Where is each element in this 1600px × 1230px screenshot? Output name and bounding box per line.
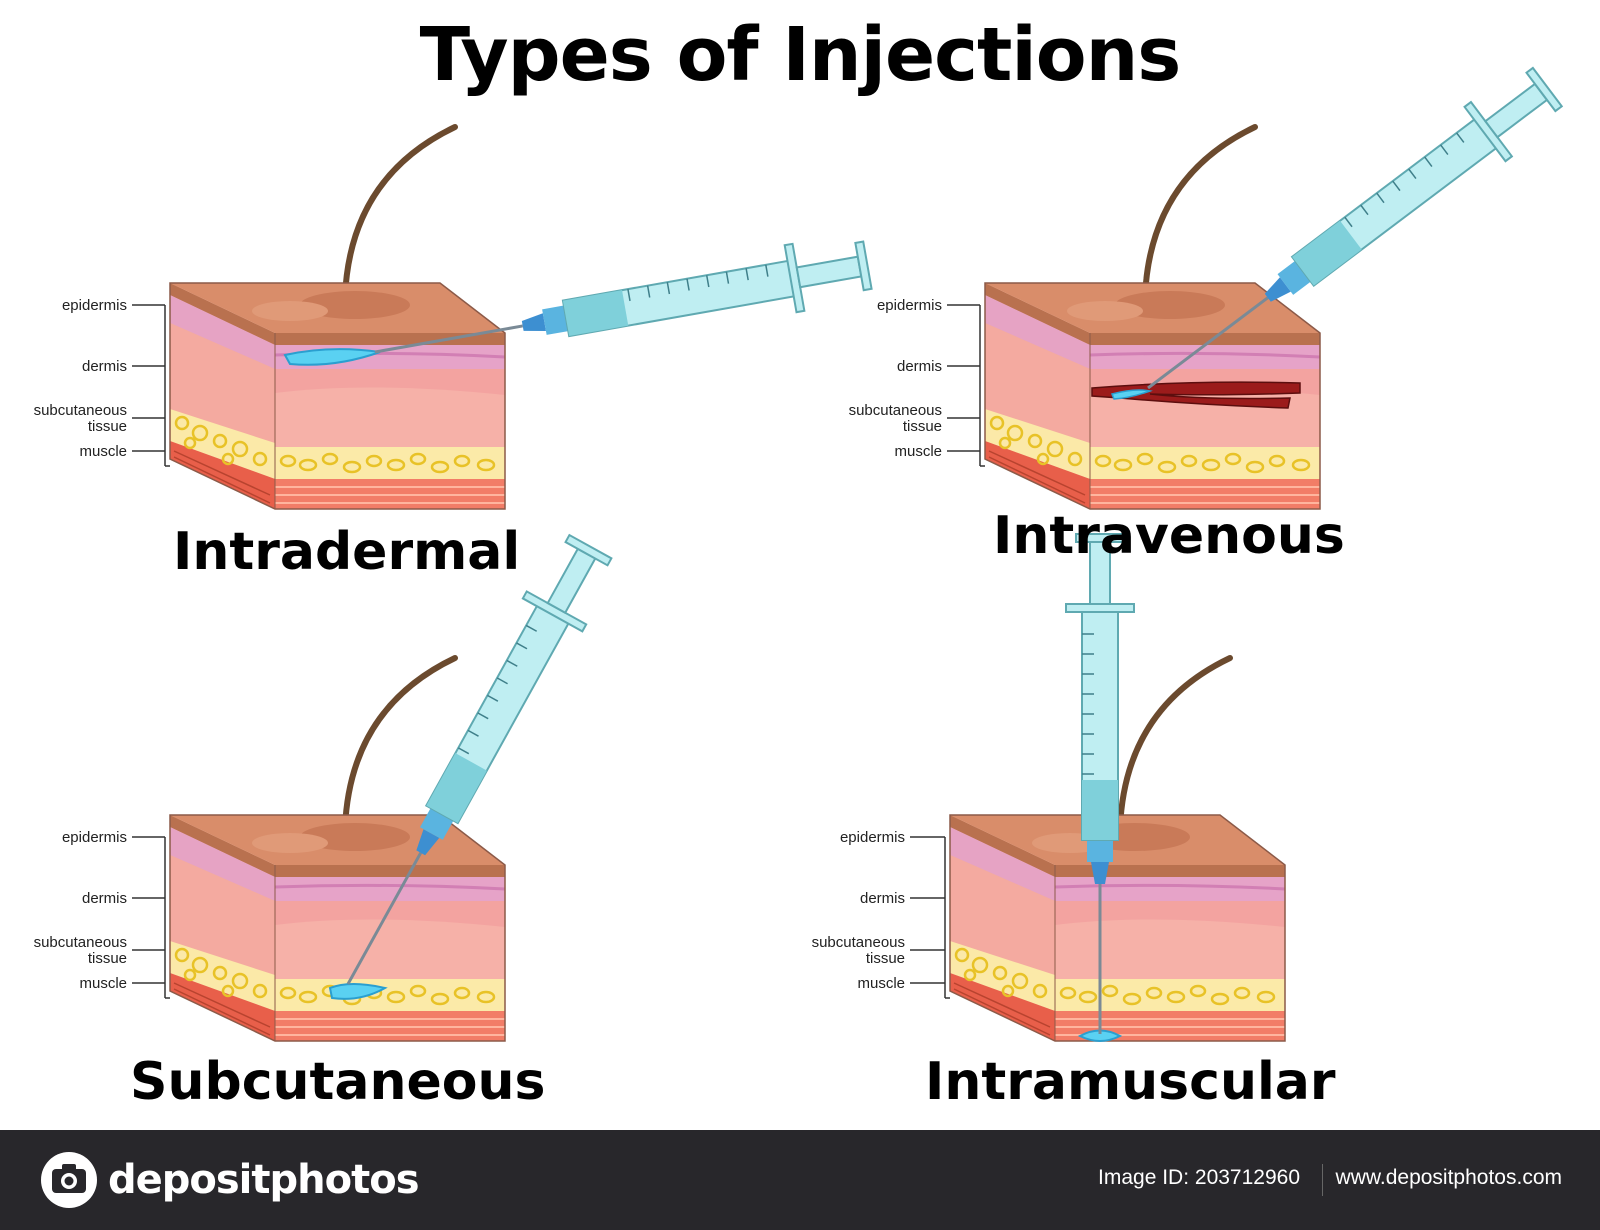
- camera-icon: [41, 1152, 97, 1208]
- label-group-1: epidermis dermis subcutaneous tissue mus…: [34, 297, 127, 460]
- label-subcutaneous: subcutaneous: [812, 934, 905, 951]
- label-tissue: tissue: [88, 950, 127, 967]
- caption-intravenous: Intravenous: [993, 506, 1345, 566]
- caption-subcutaneous: Subcutaneous: [130, 1052, 546, 1112]
- label-dermis: dermis: [897, 358, 942, 375]
- footer-bar: depositphotos Image ID: 203712960 www.de…: [0, 1130, 1600, 1230]
- label-dermis: dermis: [860, 890, 905, 907]
- label-tissue: tissue: [903, 418, 942, 435]
- label-tissue: tissue: [866, 950, 905, 967]
- injection-diagram: epidermis dermis subcutaneous tissue mus…: [34, 58, 1570, 1043]
- panel-intradermal: [132, 127, 875, 511]
- label-epidermis: epidermis: [62, 297, 127, 314]
- label-dermis: dermis: [82, 890, 127, 907]
- label-subcutaneous: subcutaneous: [849, 402, 942, 419]
- panel-subcutaneous: [132, 528, 622, 1043]
- label-epidermis: epidermis: [877, 297, 942, 314]
- label-tissue: tissue: [88, 418, 127, 435]
- panel-intravenous: [947, 58, 1570, 511]
- caption-intradermal: Intradermal: [173, 522, 521, 582]
- website-link[interactable]: www.depositphotos.com: [1335, 1166, 1562, 1189]
- layer-labels-2: [947, 304, 985, 467]
- label-muscle: muscle: [894, 443, 942, 460]
- brand-logo[interactable]: depositphotos: [40, 1148, 420, 1212]
- label-muscle: muscle: [79, 975, 127, 992]
- label-muscle: muscle: [79, 443, 127, 460]
- layer-labels-3: [132, 836, 170, 999]
- layer-labels-4: [910, 836, 950, 999]
- label-epidermis: epidermis: [840, 829, 905, 846]
- label-muscle: muscle: [857, 975, 905, 992]
- label-group-4: epidermis dermis subcutaneous tissue mus…: [812, 829, 905, 992]
- brand-name: depositphotos: [108, 1157, 420, 1203]
- image-id: Image ID: 203712960: [1098, 1166, 1300, 1189]
- label-group-3: epidermis dermis subcutaneous tissue mus…: [34, 829, 127, 992]
- label-subcutaneous: subcutaneous: [34, 934, 127, 951]
- label-epidermis: epidermis: [62, 829, 127, 846]
- label-subcutaneous: subcutaneous: [34, 402, 127, 419]
- panel-intramuscular: [910, 532, 1287, 1043]
- page-title: Types of Injections: [419, 12, 1182, 98]
- footer-divider: [1322, 1164, 1323, 1196]
- label-dermis: dermis: [82, 358, 127, 375]
- layer-labels-1: [132, 304, 170, 467]
- label-group-2: epidermis dermis subcutaneous tissue mus…: [849, 297, 942, 460]
- caption-intramuscular: Intramuscular: [925, 1052, 1336, 1112]
